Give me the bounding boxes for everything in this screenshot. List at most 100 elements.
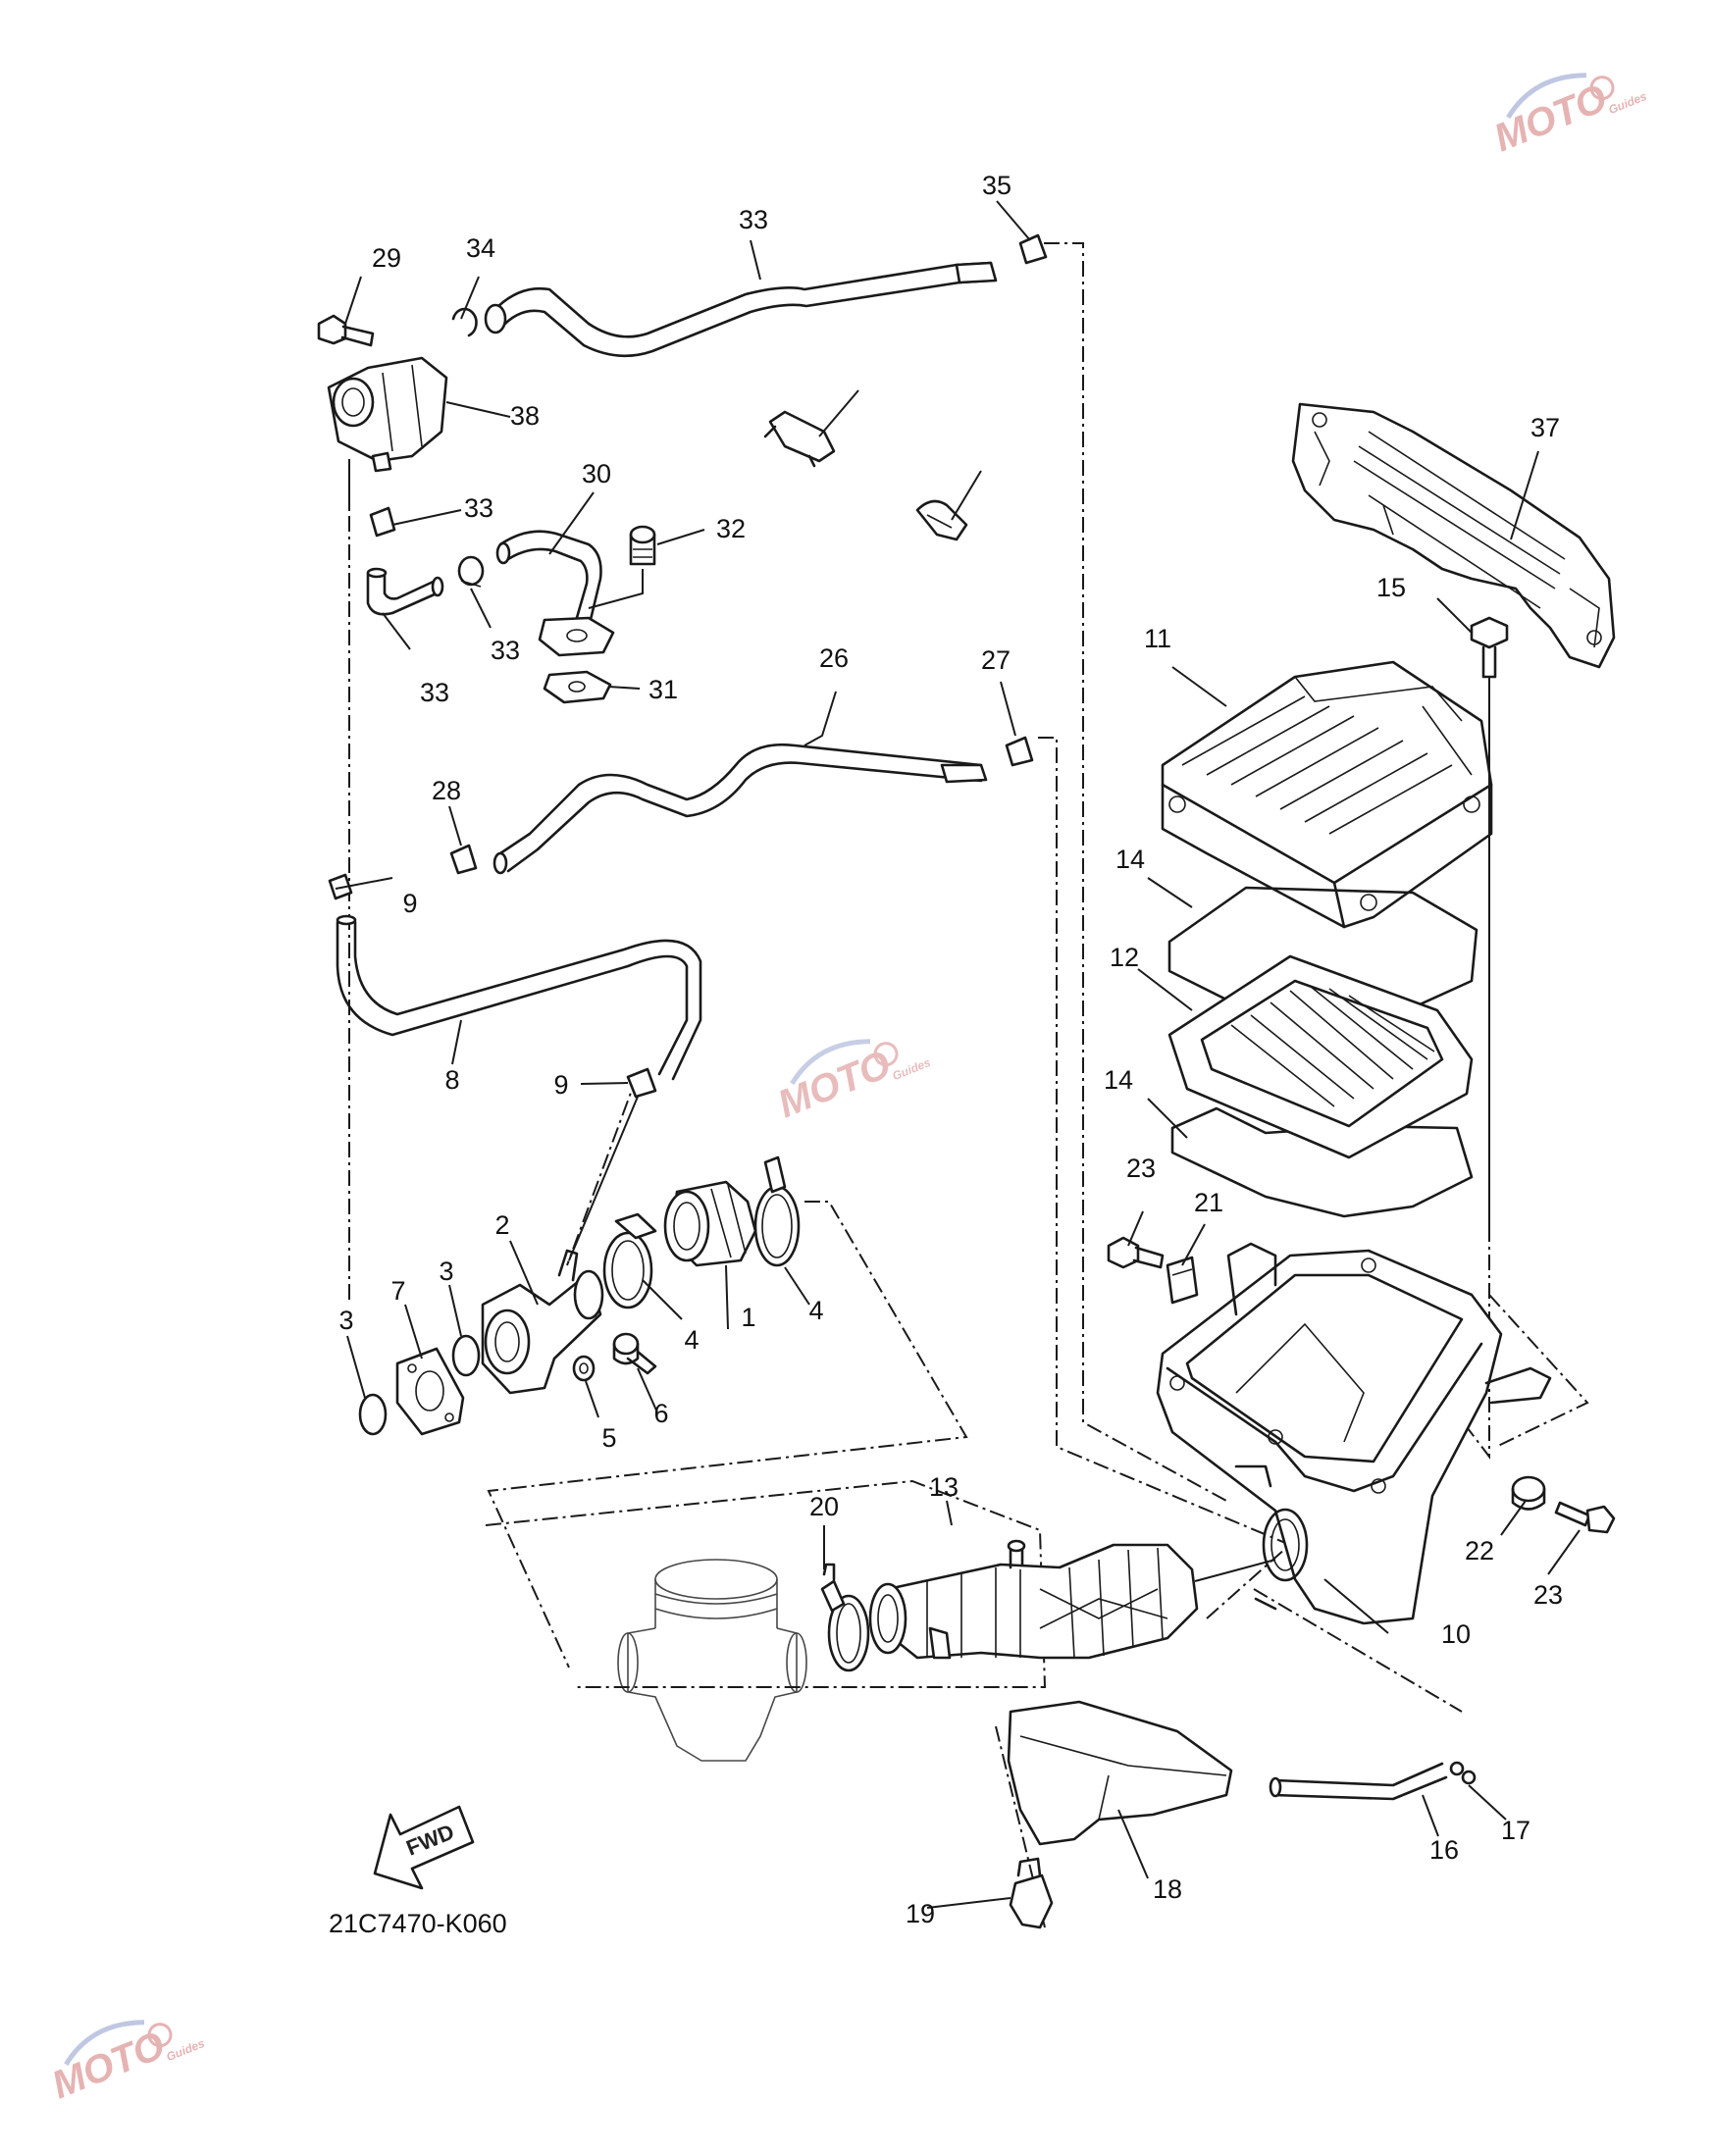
hose-clip-9-upper-part [328,873,353,900]
bolt-6-part [612,1332,657,1375]
fwd-arrow-icon: FWD [373,1805,475,1890]
callout-33-top: 35 [982,171,1011,200]
callout-4-right: 4 [808,1296,823,1325]
watermark-text: MOTO [1488,77,1613,160]
holder-clip-37-part [915,499,968,541]
callout-4-left: 4 [684,1325,699,1355]
callout-8: 8 [444,1065,459,1095]
callout-labels: 29 34 33 35 38 37 30 33 32 33 33 31 26 2… [338,171,1563,1928]
air-duct-joint-part [868,1539,1276,1660]
air-filter-cap-part [1161,660,1493,929]
hose-31-part [484,261,998,358]
callout-15: 15 [1376,573,1406,602]
watermark-center: MOTO Guides [772,1039,933,1126]
leader-lines [335,200,1581,1909]
hose-30-part [366,567,444,616]
collar-22-part [1511,1475,1546,1511]
nut-clip-21-part [1166,1256,1199,1305]
callout-26: 28 [432,776,461,805]
circlip-32-part [451,307,478,337]
callout-3-left: 3 [338,1306,353,1335]
gasket-top-part [1167,886,1478,1037]
callout-14-top: 14 [1115,845,1145,874]
hose-clip-25-part [1005,736,1034,767]
callout-29: 32 [716,514,746,543]
bolt-35-part [317,314,375,347]
callout-32: 34 [466,233,495,263]
bolt-23-upper-part [1107,1236,1165,1269]
callout-31: 33 [739,205,768,234]
callout-25: 27 [981,645,1011,675]
callout-9-lower: 9 [553,1070,568,1100]
hose-8-part [336,914,702,1081]
callout-11: 11 [1144,624,1171,653]
callout-24: 26 [819,643,849,673]
callout-34: 38 [510,401,540,431]
diagram-code: 21C7470-K060 [329,1909,507,1938]
clamp-20-part [820,1563,870,1672]
callout-3-middle: 3 [439,1257,453,1286]
hose-clip-26-part [449,844,478,875]
callout-7: 7 [390,1276,405,1306]
watermark-text: MOTO [46,2024,171,2107]
callout-23-left: 23 [1126,1154,1156,1183]
clamp-4-left-part [602,1212,657,1309]
callout-33-mid: 33 [464,493,493,523]
intake-manifold-part [481,1249,604,1395]
callout-33-lower: 33 [491,636,520,665]
callout-20: 20 [809,1492,839,1521]
watermark-top-right: MOTO Guides [1488,73,1649,160]
watermark-bottom-left: MOTO Guides [46,2020,207,2107]
intake-joint-part [663,1180,757,1267]
screw-part [1470,616,1509,1226]
callout-28: 31 [648,675,678,704]
gasket-28-part [543,670,612,704]
callout-13: 13 [929,1472,959,1502]
bolt-29-part [588,525,656,609]
air-filter-cover-part [1291,402,1616,669]
callout-12: 12 [1110,943,1139,972]
callout-35: 29 [372,243,401,273]
callout-21: 21 [1194,1188,1223,1217]
callout-22: 22 [1465,1536,1494,1566]
throttle-body-outline [617,1559,807,1762]
callout-14-bottom: 14 [1104,1065,1133,1095]
air-filter-element-part [1167,954,1474,1159]
callout-10: 10 [1441,1619,1471,1649]
washer-5-part [572,1355,596,1382]
hose-clip-33-mid-part [369,506,396,538]
callout-18: 18 [1153,1874,1182,1904]
hose-clip-33-top-part [1018,233,1048,265]
duct-cover-part [1007,1700,1233,1846]
callout-2: 2 [494,1210,509,1240]
gasket-bottom-part [1170,1106,1474,1218]
o-ring-left-part [358,1393,388,1436]
callout-23-right: 23 [1533,1580,1563,1610]
o-ring-middle-part [451,1334,481,1377]
insulator-plate-part [395,1347,465,1436]
callout-1: 1 [741,1303,755,1332]
callout-27: 30 [582,459,611,488]
hose-clip-9-lower-part [568,1067,657,1261]
callout-36: 37 [1530,413,1560,442]
hose-24-part [493,743,988,875]
clip-17-part [1449,1761,1477,1785]
hose-clip-33-lower-part [457,555,485,588]
bolt-23-right-part [1554,1501,1616,1534]
air-filter-case-part [1156,1242,1552,1625]
callout-17: 17 [1501,1816,1530,1845]
holder-clip-38-part [763,410,836,468]
drain-plug-part [1009,1857,1054,1929]
callout-19: 19 [906,1899,935,1928]
callout-5: 5 [601,1423,616,1453]
callout-16: 16 [1429,1835,1459,1865]
callout-9-upper: 9 [402,889,417,918]
watermark-text: MOTO [772,1043,897,1126]
air-cut-valve-part [327,356,448,510]
callout-6: 6 [653,1399,668,1428]
callout-30: 33 [420,678,449,707]
drain-hose-part [1269,1762,1448,1801]
pipe-27-part [495,530,615,657]
